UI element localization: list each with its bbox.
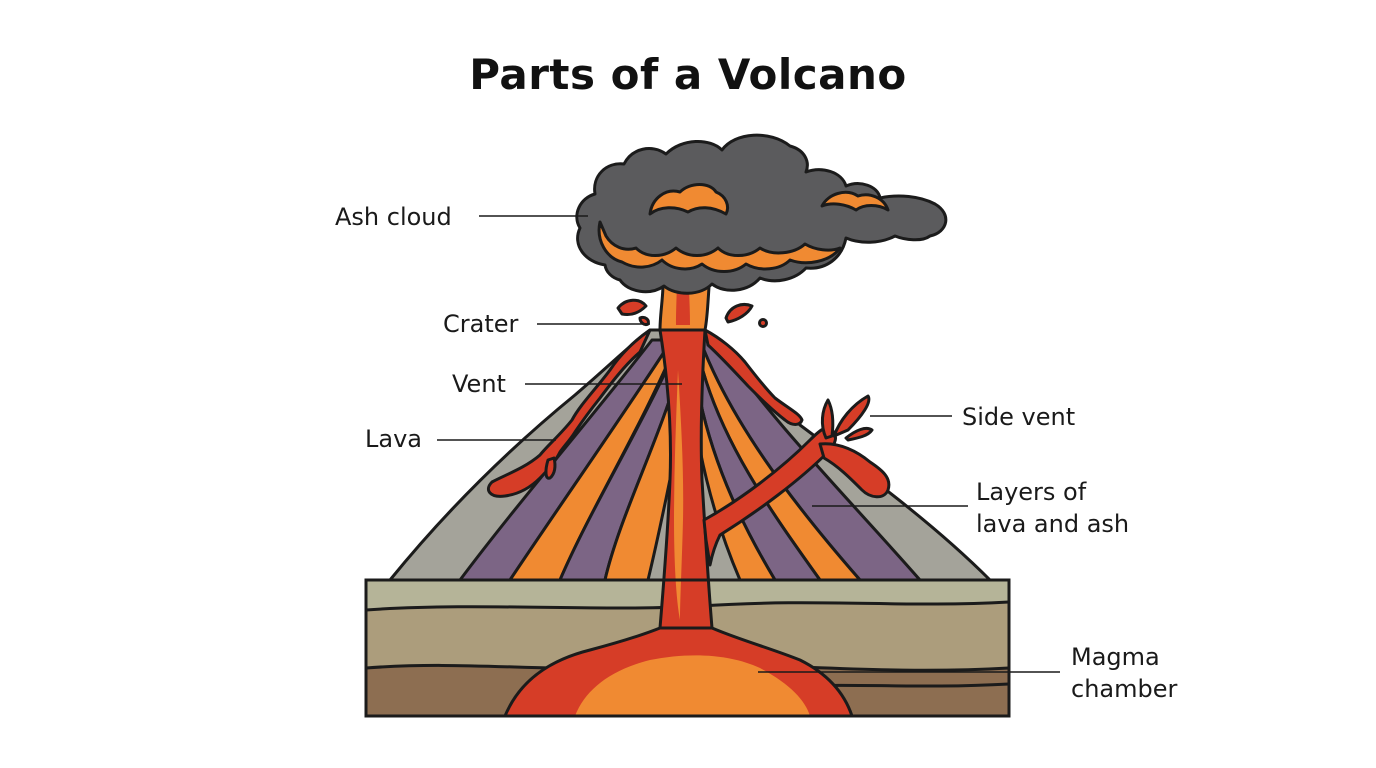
label-vent: Vent: [452, 370, 506, 398]
side-vent-lava: [818, 442, 891, 499]
label-side-vent: Side vent: [962, 403, 1075, 431]
lava-flow-right: [703, 328, 804, 426]
label-layers-line2: lava and ash: [976, 510, 1129, 538]
diagram-title: Parts of a Volcano: [469, 50, 907, 99]
main-vent: [658, 328, 714, 630]
magma-chamber: [503, 626, 854, 718]
label-crater: Crater: [443, 310, 519, 338]
label-lava: Lava: [365, 425, 422, 453]
ash-cloud: [575, 133, 948, 295]
label-magma-line1: Magma: [1071, 643, 1160, 671]
label-layers-line1: Layers of: [976, 478, 1087, 506]
ground-outline: [364, 578, 1011, 718]
lava-flow-left: [487, 328, 652, 498]
label-ash-cloud: Ash cloud: [335, 203, 452, 231]
lava-ash-layers: [458, 333, 922, 580]
side-vent-splashes: [820, 394, 874, 442]
label-magma-line2: chamber: [1071, 675, 1177, 703]
